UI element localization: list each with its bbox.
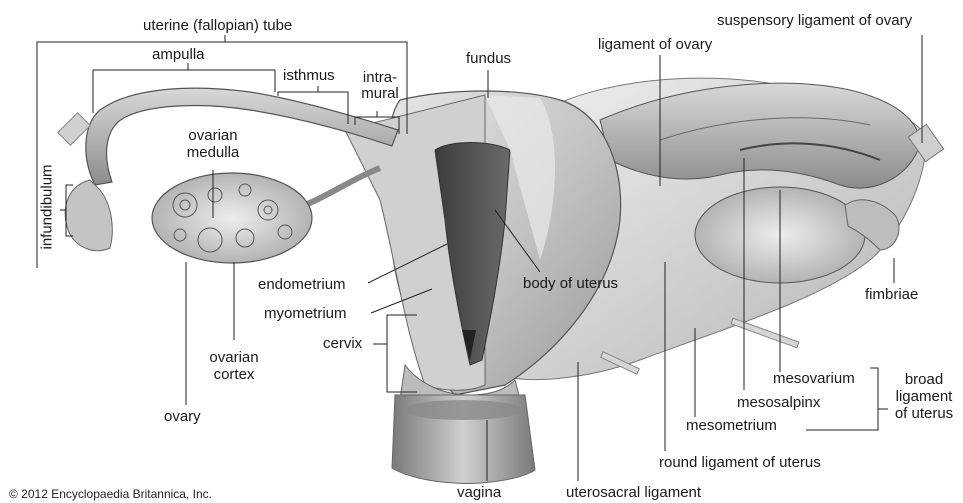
label-round-ligament: round ligament of uterus xyxy=(659,454,821,471)
label-broad-ligament-text: broad ligament of uterus xyxy=(895,371,953,422)
label-endometrium: endometrium xyxy=(258,276,346,293)
label-ovarian-cortex: ovarian cortex xyxy=(200,349,268,383)
label-ovarian-medulla: ovarian medulla xyxy=(178,127,248,161)
label-broad-ligament: broad ligament of uterus xyxy=(888,371,960,422)
label-uterine-tube: uterine (fallopian) tube xyxy=(143,17,292,34)
label-ovarian-medulla-text: ovarian medulla xyxy=(187,127,240,161)
left-fimbriae-shape xyxy=(65,180,112,251)
label-intramural-text: intra- mural xyxy=(361,69,399,102)
round-ligament-shape xyxy=(731,318,799,348)
label-mesometrium: mesometrium xyxy=(686,417,777,434)
label-vagina: vagina xyxy=(457,484,501,501)
label-fundus: fundus xyxy=(466,50,511,67)
label-ovarian-cortex-text: ovarian cortex xyxy=(209,349,258,383)
left-ovary-shape xyxy=(152,173,312,263)
label-ampulla: ampulla xyxy=(152,46,205,63)
label-ligament-of-ovary: ligament of ovary xyxy=(598,36,712,53)
label-mesovarium: mesovarium xyxy=(773,370,855,387)
label-uterosacral-ligament: uterosacral ligament xyxy=(566,484,701,501)
label-intramural: intra- mural xyxy=(355,70,405,102)
label-ovary: ovary xyxy=(164,408,201,425)
label-myometrium: myometrium xyxy=(264,305,347,322)
label-fimbriae: fimbriae xyxy=(865,286,918,303)
label-suspensory-ligament: suspensory ligament of ovary xyxy=(717,12,912,29)
label-body-of-uterus: body of uterus xyxy=(523,275,618,292)
label-mesosalpinx: mesosalpinx xyxy=(737,394,820,411)
label-isthmus: isthmus xyxy=(283,67,335,84)
label-infundibulum: infundibulum xyxy=(39,170,56,250)
label-cervix: cervix xyxy=(323,335,362,352)
copyright-credit: © 2012 Encyclopaedia Britannica, Inc. xyxy=(9,486,212,503)
